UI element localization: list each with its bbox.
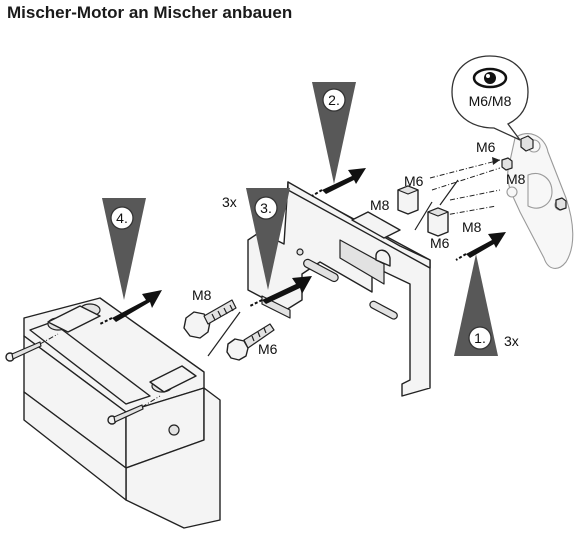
screw-m6 — [226, 323, 275, 361]
mixer-motor-housing — [23, 297, 221, 529]
standoff-m6 — [397, 185, 419, 215]
housing-screw-left — [5, 333, 59, 362]
housing-screw-right — [107, 395, 161, 425]
step-number-2: 2. — [328, 92, 340, 108]
label-nut-m6-lower: M6 — [430, 235, 450, 251]
step-marker-2: 2. — [312, 82, 356, 184]
step-number-4: 4. — [116, 210, 128, 226]
mixer-nut-top — [520, 135, 534, 152]
dimension-lines — [414, 157, 501, 231]
arrow-step-2 — [311, 168, 366, 197]
mixer-nut-middle — [501, 157, 513, 171]
mixer-valve — [506, 133, 574, 269]
step-number-3: 3. — [260, 200, 272, 216]
label-nut-m6-top: M6 — [476, 139, 496, 155]
step-marker-4: 4. — [102, 198, 146, 300]
label-screw-m6: M6 — [258, 341, 278, 357]
mixer-nut-lower — [555, 197, 567, 211]
label-bolt-m8: M8 — [192, 287, 212, 303]
label-nut-m8-lower: M8 — [462, 219, 482, 235]
label-standoff-m8: M8 — [370, 197, 390, 213]
step-qty-1: 3x — [504, 333, 519, 349]
step-marker-3: 3. 3x — [222, 188, 290, 290]
bolt-divider — [207, 311, 241, 357]
step-marker-1: 1. 3x — [454, 254, 519, 356]
step-number-1: 1. — [474, 330, 486, 346]
page-title: Mischer-Motor an Mischer anbauen — [7, 3, 293, 22]
label-nut-m8-right: M8 — [506, 171, 526, 187]
eye-icon — [472, 67, 508, 89]
detail-callout: M6/M8 — [451, 55, 529, 141]
standoff-m8 — [427, 207, 449, 237]
arrow-step-4 — [99, 290, 162, 325]
callout-label: M6/M8 — [469, 93, 512, 109]
bolt-m8 — [183, 299, 237, 339]
arrow-step-3 — [249, 276, 312, 307]
arrow-step-1 — [455, 232, 506, 261]
step-qty-3: 3x — [222, 194, 237, 210]
label-standoff-m6: M6 — [404, 173, 424, 189]
